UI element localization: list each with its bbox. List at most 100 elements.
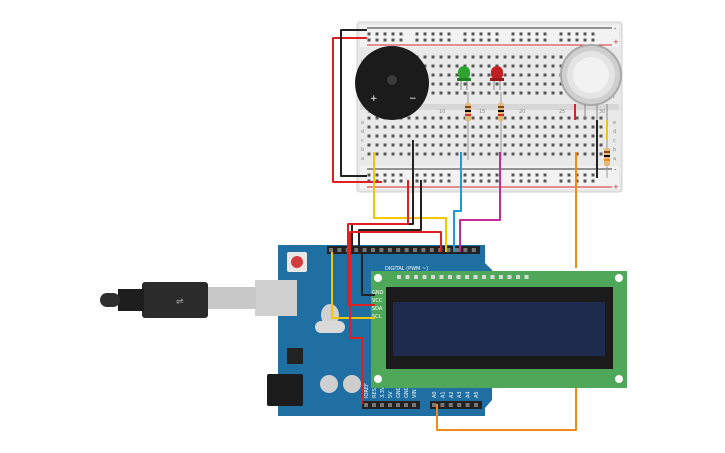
power-jack[interactable]: [267, 374, 303, 406]
power-pin-label: IOREF: [364, 383, 370, 398]
header-pin: [404, 403, 408, 407]
header-pin: [362, 248, 367, 252]
resistor-green-led[interactable]: [465, 92, 471, 160]
bb-hole: [423, 116, 427, 120]
bb-hole: [551, 152, 555, 156]
analog-pin-label: A5: [474, 391, 480, 398]
bb-hole: [527, 38, 531, 42]
bb-hole: [503, 125, 507, 129]
bb-hole: [391, 179, 395, 183]
bb-hole: [551, 134, 555, 138]
bb-hole: [567, 38, 571, 42]
reset-button[interactable]: [291, 256, 303, 268]
bb-hole: [431, 91, 435, 95]
bb-hole: [511, 134, 515, 138]
bb-hole: [399, 32, 403, 36]
wires: [331, 29, 608, 431]
bb-hole: [535, 116, 539, 120]
header-pin: [379, 248, 384, 252]
resistor-red-led[interactable]: [498, 92, 504, 160]
bb-hole: [439, 91, 443, 95]
bb-hole: [599, 116, 603, 120]
red-led[interactable]: [490, 66, 504, 90]
bb-hole: [495, 173, 499, 177]
row-letter: a: [613, 156, 616, 162]
bb-hole: [439, 143, 443, 147]
bb-hole: [431, 64, 435, 68]
usb-cable[interactable]: ⇌: [100, 280, 297, 318]
bb-hole: [583, 152, 587, 156]
bb-hole: [383, 134, 387, 138]
bb-hole: [479, 55, 483, 59]
buzzer-plus-label: +: [370, 94, 378, 104]
bb-hole: [399, 143, 403, 147]
bb-hole: [503, 82, 507, 86]
bb-hole: [487, 64, 491, 68]
bb-hole: [567, 116, 571, 120]
bb-hole: [439, 73, 443, 77]
bb-hole: [423, 134, 427, 138]
header-pin: [474, 403, 478, 407]
bb-hole: [583, 179, 587, 183]
bb-hole: [575, 38, 579, 42]
bb-hole: [543, 179, 547, 183]
lcd-pin: [473, 275, 478, 279]
analog-pin-label: A4: [466, 391, 472, 398]
bb-hole: [583, 173, 587, 177]
bb-hole: [487, 32, 491, 36]
lcd-i2c-label: GND: [372, 290, 384, 296]
bb-hole: [487, 134, 491, 138]
header-pin: [354, 248, 359, 252]
power-pin-label: GND: [396, 386, 402, 398]
bb-hole: [487, 73, 491, 77]
green-led[interactable]: [457, 66, 471, 90]
bb-hole: [415, 125, 419, 129]
bb-hole: [423, 32, 427, 36]
bb-hole: [479, 91, 483, 95]
bb-hole: [367, 173, 371, 177]
bb-hole: [407, 125, 411, 129]
rail-top-minus-label: -: [614, 25, 617, 33]
resistor-sensor[interactable]: [604, 140, 610, 178]
bb-hole: [511, 38, 515, 42]
bb-hole: [431, 32, 435, 36]
bb-hole: [431, 143, 435, 147]
piezo-buzzer[interactable]: + −: [355, 46, 429, 120]
wire-black-rail: [340, 29, 367, 177]
header-pin: [448, 403, 453, 407]
lcd-pin: [490, 275, 495, 279]
row-letter: d: [613, 129, 616, 135]
bb-hole: [463, 152, 467, 156]
bb-hole: [543, 152, 547, 156]
header-pin: [364, 403, 368, 407]
rail-bottom-minus-label: -: [614, 166, 617, 174]
bb-hole: [383, 152, 387, 156]
bb-hole: [487, 82, 491, 86]
bb-hole: [503, 116, 507, 120]
buzzer-minus-label: −: [409, 94, 417, 104]
bb-hole: [375, 125, 379, 129]
bb-hole: [503, 55, 507, 59]
bb-hole: [567, 125, 571, 129]
bb-hole: [519, 82, 523, 86]
bb-hole: [591, 116, 595, 120]
lcd-screen: [393, 302, 605, 356]
bb-hole: [543, 32, 547, 36]
bb-hole: [367, 125, 371, 129]
power-pin-label: RESET: [372, 381, 378, 398]
bb-hole: [591, 32, 595, 36]
bb-hole: [503, 64, 507, 68]
bb-hole: [415, 179, 419, 183]
bb-hole: [527, 32, 531, 36]
bb-hole: [447, 38, 451, 42]
bb-hole: [551, 55, 555, 59]
bb-hole: [487, 143, 491, 147]
wire-black-lcd: [361, 252, 375, 296]
lcd-pin: [507, 275, 512, 279]
header-pin: [387, 248, 392, 252]
column-number: 1: [367, 109, 370, 115]
